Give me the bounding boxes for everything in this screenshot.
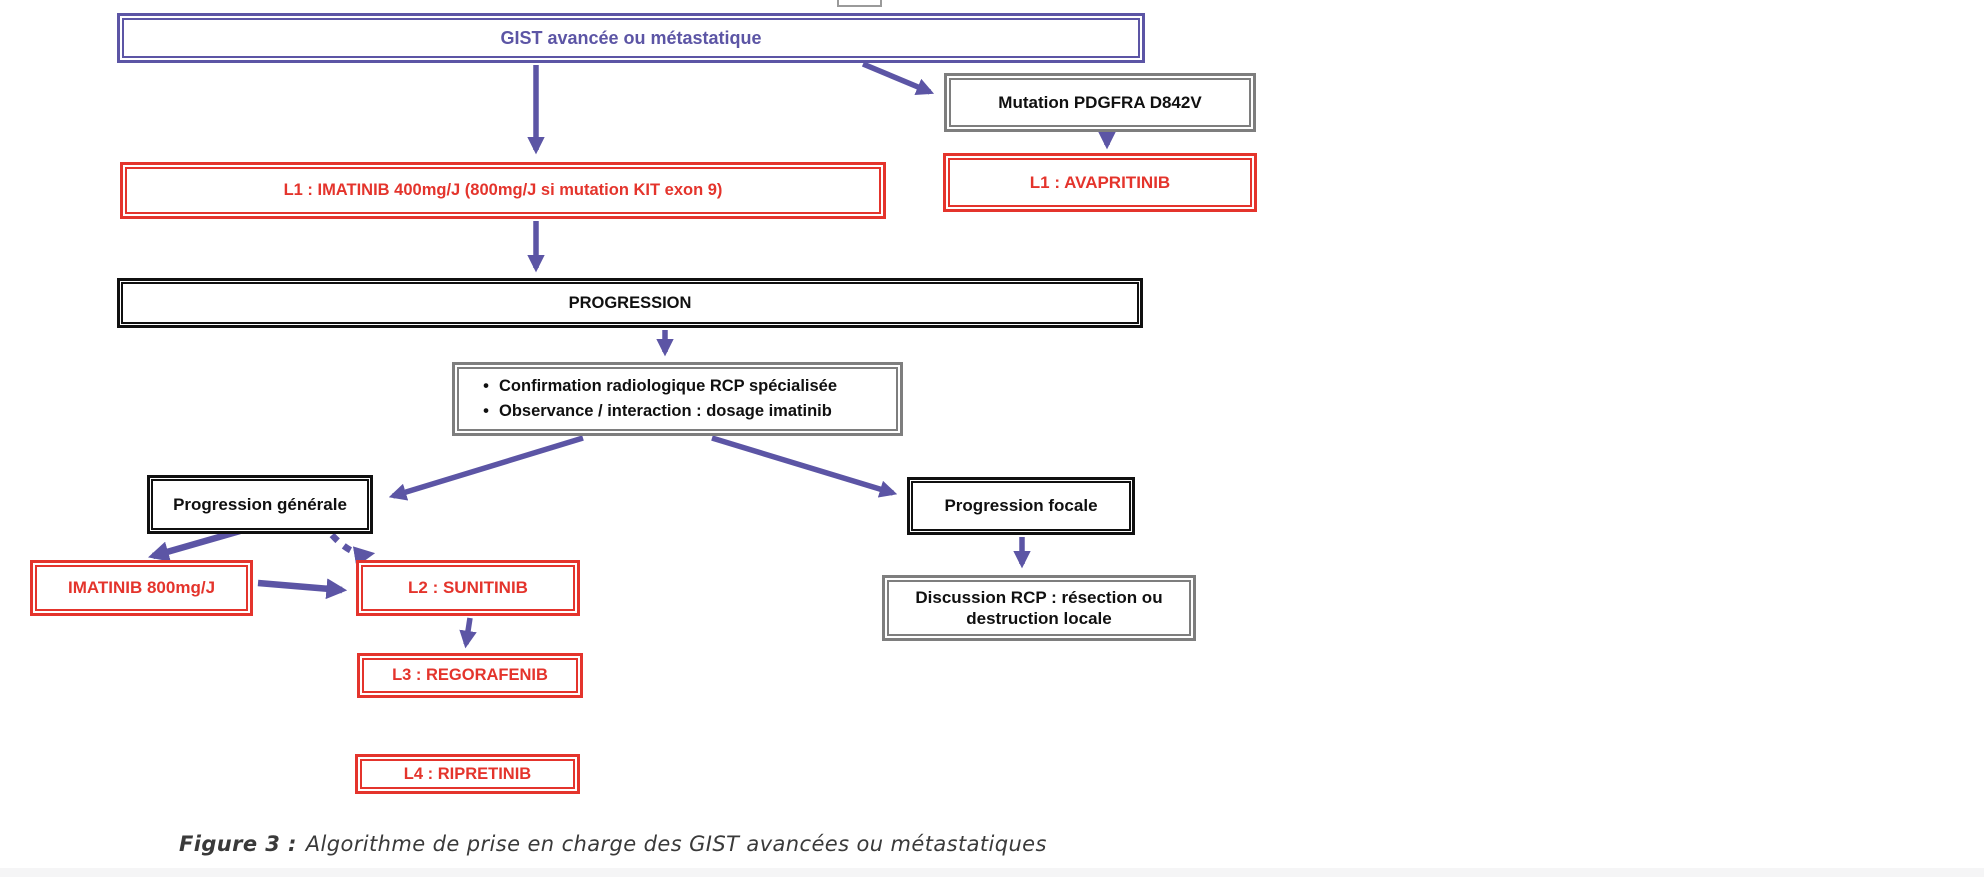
- node-progression-focale: Progression focale: [907, 477, 1135, 535]
- node-l1-imatinib-label: L1 : IMATINIB 400mg/J (800mg/J si mutati…: [283, 181, 723, 200]
- arrow-checklist-to-focale: [711, 435, 898, 498]
- arrow-gist-to-mutation: [861, 61, 935, 96]
- cropped-top-box: [837, 0, 882, 7]
- arrow-imatinib800-to-l2: [257, 578, 348, 600]
- arrow-checklist-to-generale: [388, 435, 584, 501]
- figure-caption-number: Figure 3 :: [179, 832, 297, 856]
- node-l2-sunitinib-label: L2 : SUNITINIB: [408, 578, 528, 598]
- node-mutation-pdgfra: Mutation PDGFRA D842V: [944, 73, 1256, 132]
- checklist-item-confirmation: Confirmation radiologique RCP spécialisé…: [473, 376, 837, 397]
- page-bottom-strip: [0, 868, 1984, 877]
- figure-caption: Figure 3 : Algorithme de prise en charge …: [179, 832, 1047, 856]
- checklist-item-observance: Observance / interaction : dosage imatin…: [473, 401, 832, 422]
- arrow-generale-to-imatinib800: [148, 527, 241, 562]
- node-progression-focale-label: Progression focale: [944, 496, 1098, 516]
- node-gist-avancee-label: GIST avancée ou métastatique: [500, 27, 762, 48]
- arrow-l2-to-l3: [459, 617, 477, 649]
- node-l2-sunitinib: L2 : SUNITINIB: [356, 560, 580, 616]
- node-discussion-rcp: Discussion RCP : résection ou destructio…: [882, 575, 1196, 641]
- node-l3-regorafenib: L3 : REGORAFENIB: [357, 653, 583, 698]
- node-progression-label: PROGRESSION: [568, 293, 692, 312]
- node-l3-regorafenib-label: L3 : REGORAFENIB: [392, 666, 548, 685]
- node-progression-generale: Progression générale: [147, 475, 373, 534]
- node-l1-imatinib: L1 : IMATINIB 400mg/J (800mg/J si mutati…: [120, 162, 886, 219]
- node-progression-generale-label: Progression générale: [173, 494, 347, 514]
- arrow-generale-to-l2-dashed: [329, 532, 376, 567]
- node-gist-avancee: GIST avancée ou métastatique: [117, 13, 1145, 63]
- node-discussion-rcp-label: Discussion RCP : résection ou destructio…: [915, 587, 1163, 628]
- node-progression: PROGRESSION: [117, 278, 1143, 328]
- node-l4-ripretinib-label: L4 : RIPRETINIB: [403, 764, 532, 783]
- node-l4-ripretinib: L4 : RIPRETINIB: [355, 754, 580, 794]
- figure-caption-text: Algorithme de prise en charge des GIST a…: [305, 832, 1047, 856]
- node-imatinib-800: IMATINIB 800mg/J: [30, 560, 253, 616]
- node-imatinib-800-label: IMATINIB 800mg/J: [67, 578, 216, 598]
- node-l1-avapritinib: L1 : AVAPRITINIB: [943, 153, 1257, 212]
- node-l1-avapritinib-label: L1 : AVAPRITINIB: [1029, 172, 1171, 192]
- node-mutation-pdgfra-label: Mutation PDGFRA D842V: [998, 92, 1202, 112]
- node-checklist: Confirmation radiologique RCP spécialisé…: [452, 362, 903, 436]
